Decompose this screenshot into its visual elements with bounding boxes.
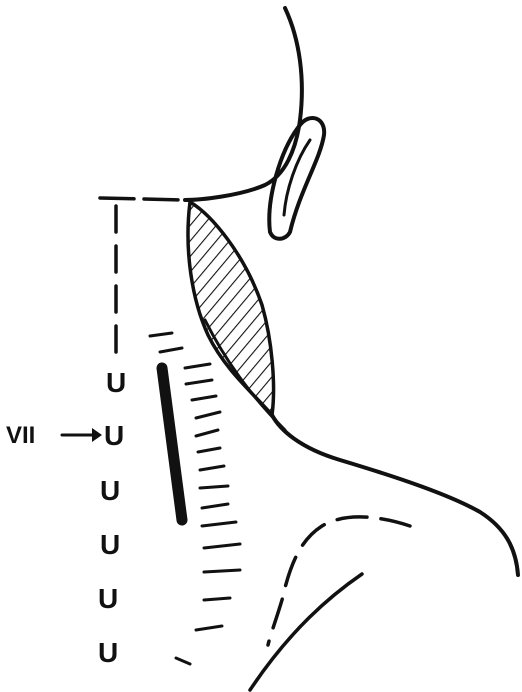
vertebra-marker: U	[98, 583, 118, 614]
thick-bar	[162, 368, 182, 520]
vertebra-marker: U	[100, 529, 120, 560]
arrow-right-icon	[62, 428, 102, 442]
vertebra-markers: U U U U U U	[98, 367, 126, 668]
vertebra-marker: U	[104, 420, 124, 451]
neck-shoulder-outline	[272, 415, 518, 575]
head-outline	[185, 8, 302, 200]
vertebra-marker: U	[100, 475, 120, 506]
vertebra-label: VII	[6, 422, 35, 449]
lower-shoulder-line	[250, 574, 362, 690]
vertebra-marker: U	[98, 637, 118, 668]
clavicle-dashed-curve	[268, 517, 410, 645]
skull-base-dashed-line	[100, 198, 186, 200]
vertebra-marker: U	[106, 367, 126, 398]
